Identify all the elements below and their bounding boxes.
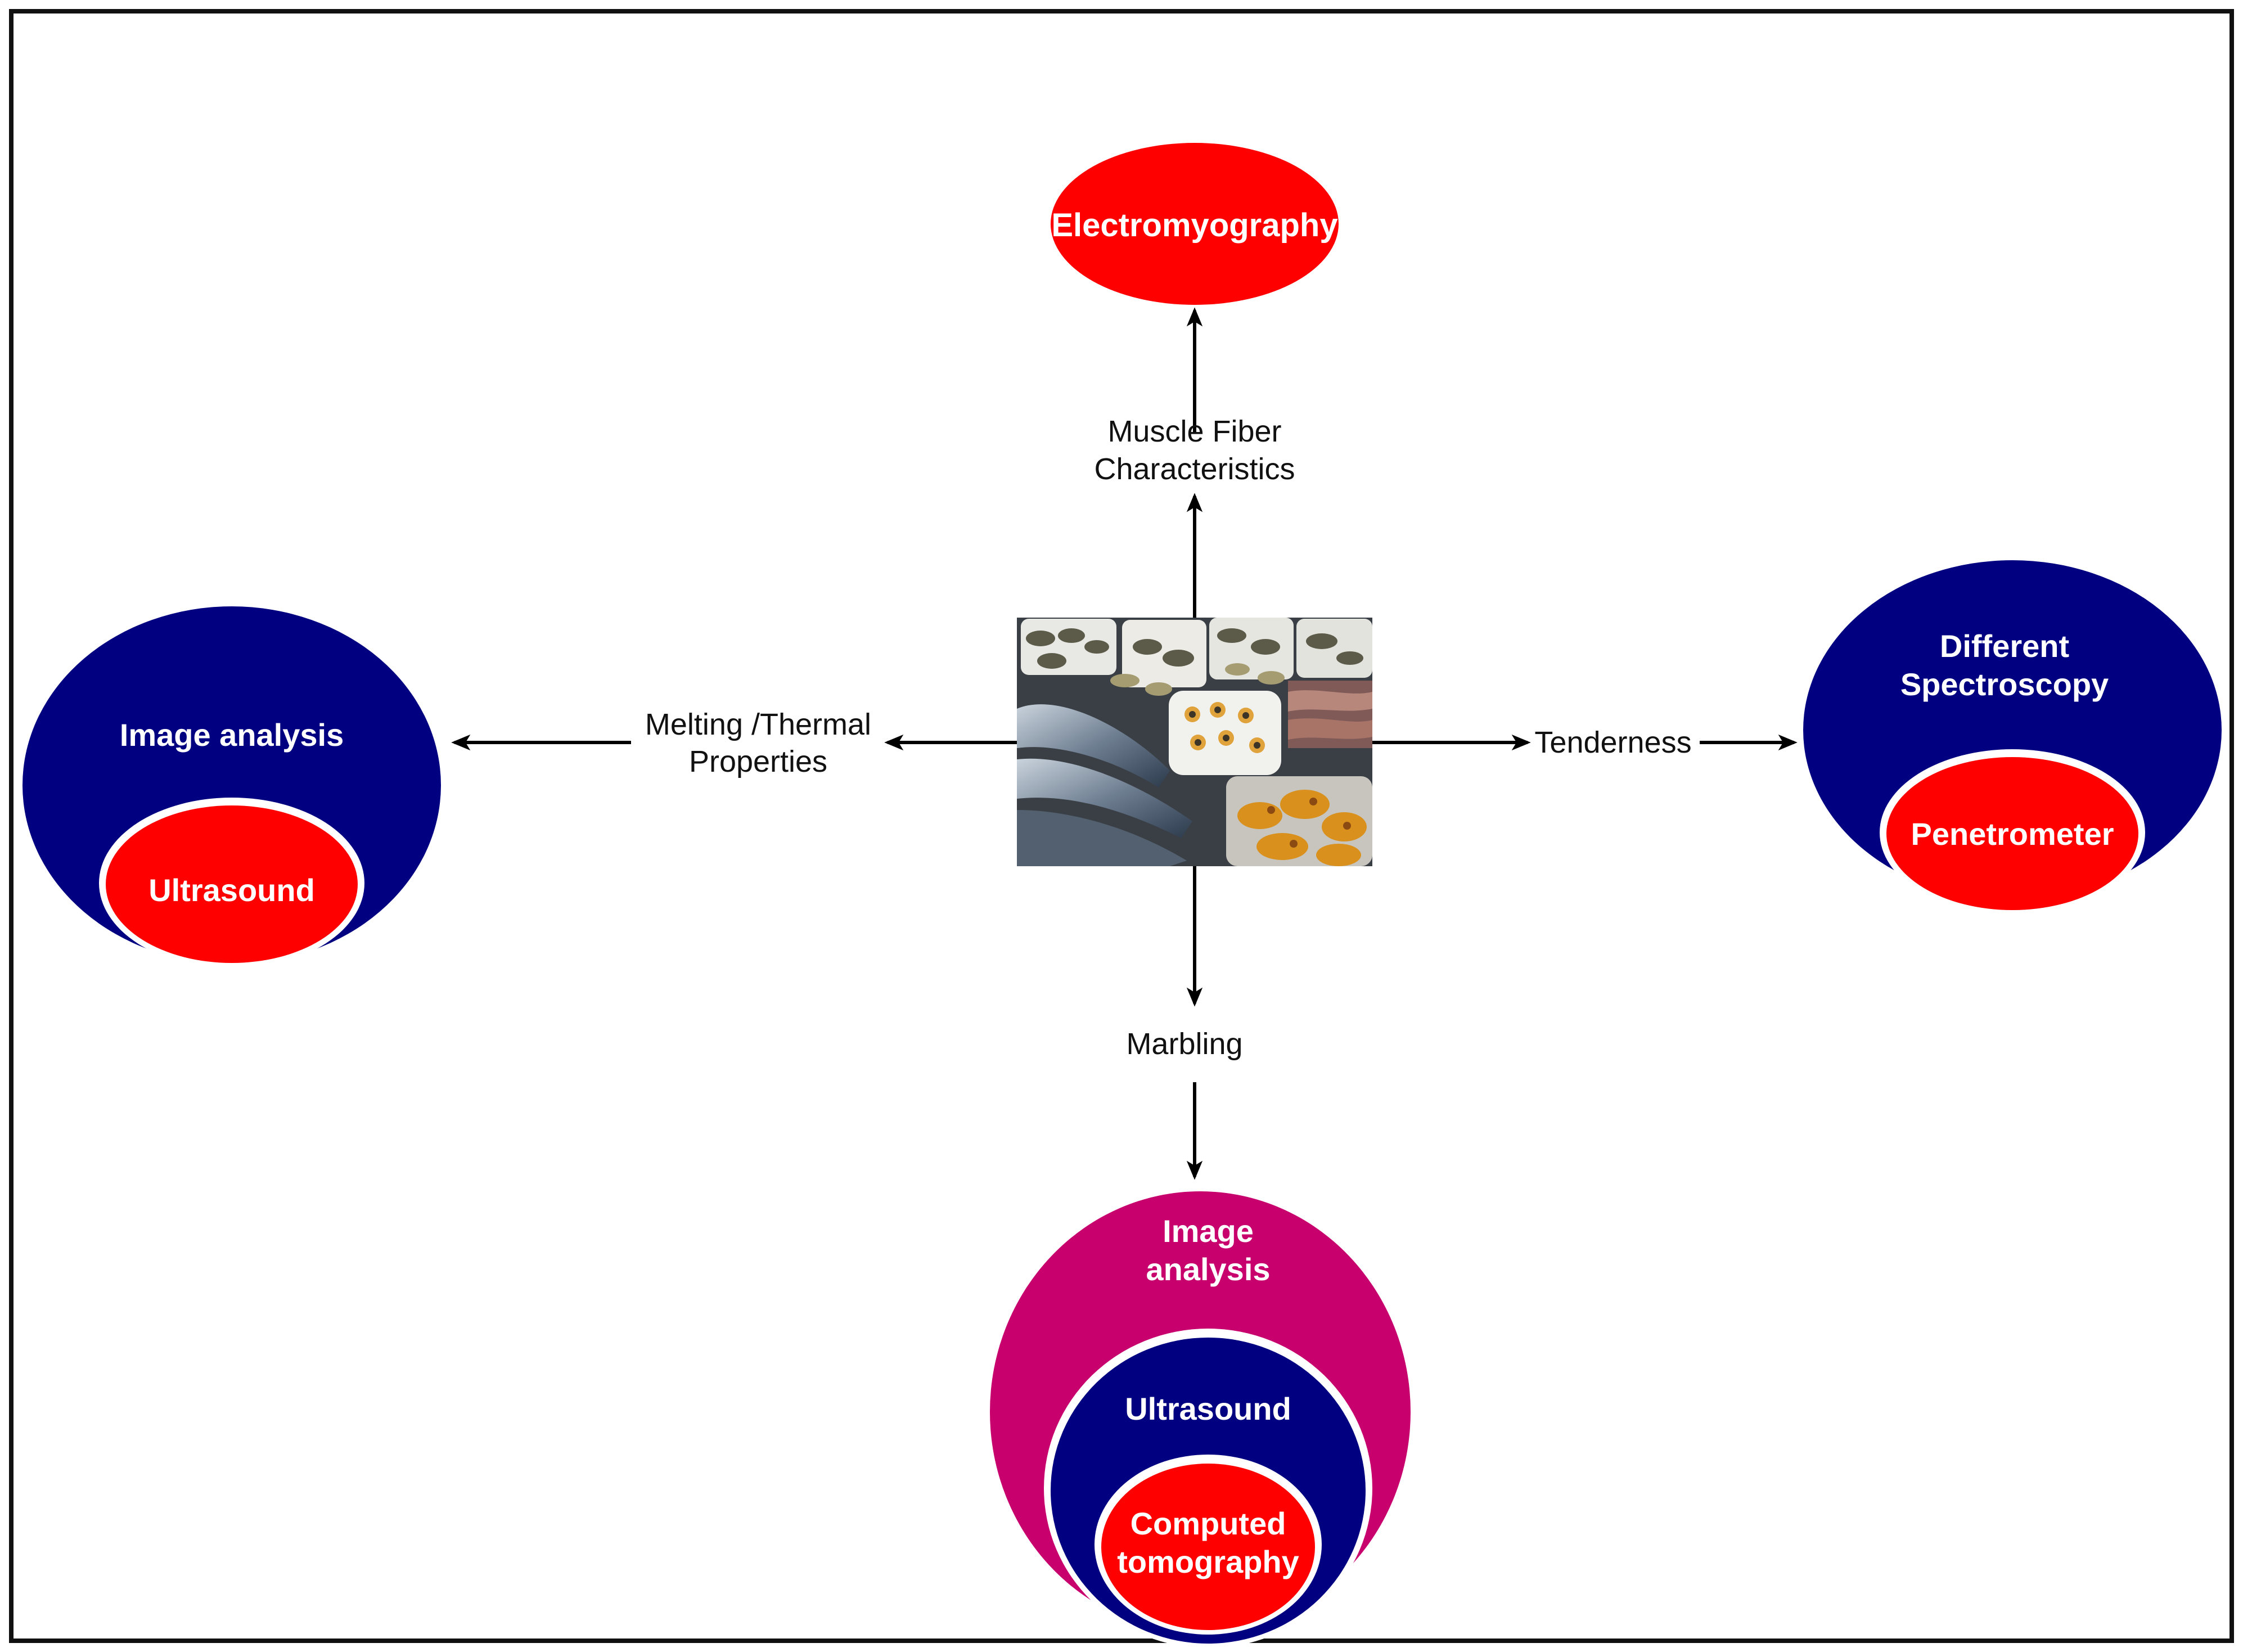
melting-label-line2: Properties — [689, 745, 827, 778]
muscle-fiber-label-line1: Muscle Fiber — [1107, 415, 1281, 448]
muscle-fiber-label-line2: Characteristics — [1094, 452, 1295, 486]
center-seafood-photo — [1017, 618, 1372, 866]
left-method-group: Image analysis Ultrasound — [22, 606, 441, 969]
tenderness-label: Tenderness — [1534, 726, 1691, 759]
melting-label-line1: Melting /Thermal — [645, 708, 871, 741]
right-outer-label-line2: Spectroscopy — [1900, 667, 2109, 702]
bottom-outer-label-line2: analysis — [1146, 1252, 1270, 1287]
left-property-label: Melting /Thermal Properties — [645, 708, 871, 778]
bottom-method-group: Image analysis Ultrasound Computed tomog… — [990, 1191, 1411, 1648]
bottom-inner-ellipse — [1101, 1464, 1315, 1630]
bottom-inner-label-line1: Computed — [1130, 1506, 1286, 1541]
left-inner-ellipse — [106, 805, 358, 963]
electromyography-ellipse — [1051, 143, 1339, 305]
right-method-group: Different Spectroscopy Penetrometer — [1803, 560, 2222, 916]
top-method-group: Electromyography — [1051, 143, 1339, 305]
right-inner-label: Penetrometer — [1911, 816, 2114, 852]
left-outer-label: Image analysis — [120, 717, 344, 753]
top-property-label: Muscle Fiber Characteristics — [1086, 405, 1305, 489]
electromyography-label: Electromyography — [1051, 207, 1337, 244]
bottom-middle-label: Ultrasound — [1125, 1391, 1291, 1426]
bottom-inner-label-line2: tomography — [1117, 1544, 1299, 1579]
right-outer-label-line1: Different — [1940, 628, 2069, 664]
left-inner-label: Ultrasound — [148, 872, 315, 908]
marbling-label: Marbling — [1126, 1027, 1242, 1061]
right-inner-ellipse — [1886, 757, 2138, 910]
bottom-outer-label-line1: Image — [1163, 1213, 1254, 1249]
